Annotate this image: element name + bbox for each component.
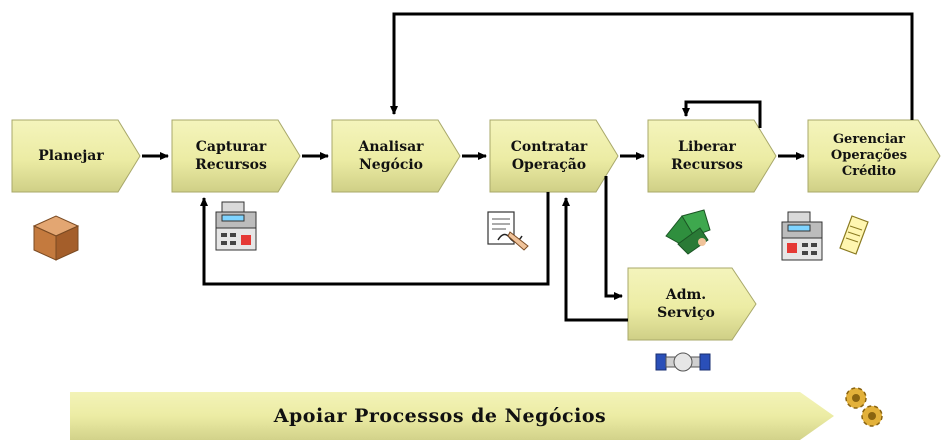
liberar-line1: Liberar [678,139,736,155]
gerenciar-operacoes-label: Gerenciar Operações Crédito [808,120,930,192]
liberar-recursos-box [647,119,777,193]
capturar-recursos-box [171,119,301,193]
receipt-icon [839,215,869,255]
gerenciar-line1: Gerenciar [832,132,906,147]
analisar-negocio-label: Analisar Negócio [332,120,450,192]
capturar-recursos-label: Capturar Recursos [172,120,290,192]
analisar-line2: Negócio [358,157,423,173]
analisar-line1: Analisar [358,139,424,155]
gerenciar-line2: Operações [830,148,908,163]
liberar-line2: Recursos [671,157,743,173]
pipe-icon [655,352,711,372]
support-bar [70,392,834,440]
contratar-line1: Contratar [510,139,588,155]
contratar-operacao-box [489,119,619,193]
liberar-recursos-label: Liberar Recursos [648,120,766,192]
arrow-adm-contratar [562,197,628,322]
contratar-line2: Operação [511,157,587,173]
arrow-gerenciar-analisar [390,12,914,120]
handshake-icon [665,209,711,255]
capturar-line2: Recursos [195,157,267,173]
cash-register-icon [215,201,257,251]
planejar-box [11,119,141,193]
adm-servico-label: Adm. Serviço [628,268,744,340]
arrow-contratar-capturar [200,192,550,286]
contratar-operacao-label: Contratar Operação [490,120,608,192]
gerenciar-line3: Crédito [841,164,897,179]
cash-register-icon-2 [781,211,823,261]
gears-icon [845,387,883,427]
flow-arrows [142,12,914,322]
capturar-line1: Capturar [195,139,267,155]
support-bar-text: Apoiar Processos de Negócios [273,405,607,427]
document-signing-icon [487,211,529,251]
planejar-label: Planejar [12,120,130,192]
adm-line1: Adm. [665,287,707,303]
box-icon [32,215,80,261]
support-bar-label: Apoiar Processos de Negócios [70,392,810,440]
analisar-negocio-box [331,119,461,193]
arrow-liberar-loop [682,100,762,128]
adm-line2: Serviço [657,305,715,321]
arrow-contratar-adm [604,176,623,300]
gerenciar-operacoes-box [807,119,941,193]
planejar-text: Planejar [38,148,104,164]
adm-servico-box [627,267,757,341]
